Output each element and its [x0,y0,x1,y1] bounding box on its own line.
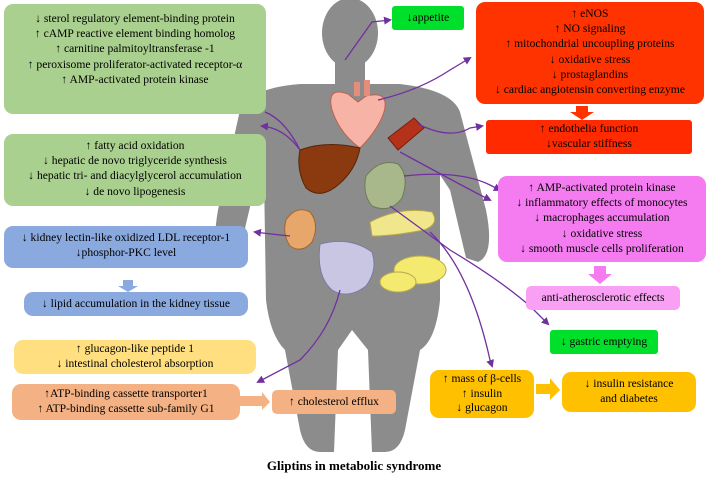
pancreas-effect-line: ↑ insulin [461,386,503,400]
liver-enzyme-line: ↑ AMP-activated protein kinase [61,72,209,86]
liver-effect-box: ↑ fatty acid oxidation ↓ hepatic de novo… [4,134,266,206]
organ-illustrations [284,80,447,295]
gastric-emptying-line: ↓ gastric emptying [560,335,648,348]
immune-effect-line: ↓ macrophages accumulation [534,211,670,225]
transporter-box: ↑ATP-binding cassette transporter1 ↑ ATP… [12,384,240,420]
liver-effect-line: ↓ hepatic tri- and diacylglycerol accumu… [28,169,242,183]
figure-caption: Gliptins in metabolic syndrome [266,458,442,473]
appetite-box: ↓appetite [392,6,464,30]
intestine-effect-box: ↑ glucagon-like peptide 1 ↓ intestinal c… [14,340,256,374]
cholesterol-efflux-box: ↑ cholesterol efflux [272,390,396,414]
heart-effect-line: ↑ eNOS [571,7,609,20]
liver-enzyme-line: ↑ peroxisome proliferator-activated rece… [27,57,243,71]
intestine-effect-line: ↓ intestinal cholesterol absorption [56,356,214,370]
liver-effect-line: ↓ hepatic de novo triglyceride synthesis [43,154,227,168]
atherosclerosis-line: anti-atherosclerotic effects [541,291,665,304]
kidney-effect-line: ↓phosphor-PKC level [75,246,177,260]
kidney-effect-box: ↓ kidney lectin-like oxidized LDL recept… [4,226,248,268]
liver-enzyme-line: ↑ cAMP reactive element binding homolog [34,27,236,41]
heart-effect-box: ↑ eNOS ↑ NO signaling ↑ mitochondrial un… [476,2,704,104]
flow-arrows [118,106,612,410]
vessel-effect-line: ↑ endothelia function [539,122,639,135]
appetite-line: ↓appetite [406,11,450,24]
immune-effect-line: ↓ smooth muscle cells proliferation [520,241,684,255]
transporter-line: ↑ATP-binding cassette transporter1 [44,387,208,400]
pancreas-effect-line: ↓ glucagon [456,401,508,414]
connector-arrows [253,16,550,383]
heart-effect-line: ↓ cardiac angiotensin converting enzyme [495,83,685,97]
vessel-effect-box: ↑ endothelia function ↓vascular stiffnes… [486,120,692,154]
liver-enzyme-box: ↓ sterol regulatory element-binding prot… [4,4,266,114]
kidney-effect-line: ↓ kidney lectin-like oxidized LDL recept… [21,231,231,244]
insulin-resistance-box: ↓ insulin resistance and diabetes [562,372,696,412]
gastric-emptying-box: ↓ gastric emptying [550,330,658,354]
immune-effect-line: ↑ AMP-activated protein kinase [528,181,676,194]
immune-effect-line: ↓ oxidative stress [561,226,643,240]
kidney-lipid-line: ↓ lipid accumulation in the kidney tissu… [41,297,231,310]
heart-effect-line: ↑ NO signaling [554,22,626,36]
liver-enzyme-line: ↑ carnitine palmitoyltransferase -1 [55,42,215,56]
transporter-line: ↑ ATP-binding cassette sub-family G1 [37,401,215,415]
kidney-lipid-box: ↓ lipid accumulation in the kidney tissu… [24,292,248,316]
pancreas-effect-line: ↑ mass of β-cells [442,372,522,385]
heart-effect-line: ↓ oxidative stress [549,52,631,66]
insulin-resistance-line: ↓ insulin resistance [584,377,674,390]
insulin-resistance-line: and diabetes [600,392,658,406]
immune-effect-box: ↑ AMP-activated protein kinase ↓ inflamm… [498,176,706,262]
liver-enzyme-line: ↓ sterol regulatory element-binding prot… [35,12,235,25]
cholesterol-efflux-line: ↑ cholesterol efflux [289,395,379,408]
vessel-effect-line: ↓vascular stiffness [546,136,632,150]
pancreas-effect-box: ↑ mass of β-cells ↑ insulin ↓ glucagon [430,370,534,418]
liver-effect-line: ↑ fatty acid oxidation [85,139,185,152]
atherosclerosis-box: anti-atherosclerotic effects [526,286,680,310]
liver-effect-line: ↓ de novo lipogenesis [84,184,186,198]
intestine-effect-line: ↑ glucagon-like peptide 1 [75,342,195,355]
heart-effect-line: ↑ mitochondrial uncoupling proteins [505,37,675,51]
immune-effect-line: ↓ inflammatory effects of monocytes [516,196,688,210]
heart-effect-line: ↓ prostaglandins [551,67,629,81]
